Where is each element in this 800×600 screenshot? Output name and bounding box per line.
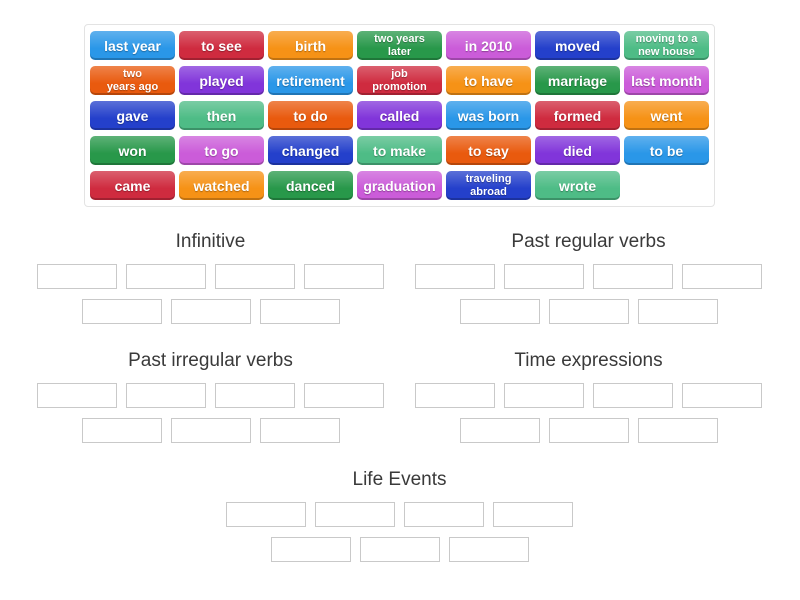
word-tile[interactable]: job promotion — [357, 66, 442, 95]
word-tile[interactable]: went — [624, 101, 709, 130]
word-tile[interactable]: to do — [268, 101, 353, 130]
drop-slot[interactable] — [170, 299, 251, 324]
word-tile[interactable]: retirement — [268, 66, 353, 95]
word-tile[interactable]: died — [535, 136, 620, 165]
word-tile[interactable]: danced — [268, 171, 353, 200]
drop-slot[interactable] — [593, 383, 673, 408]
word-tile[interactable]: marriage — [535, 66, 620, 95]
word-tile[interactable]: called — [357, 101, 442, 130]
drop-slot[interactable] — [81, 418, 162, 443]
drop-slot[interactable] — [415, 264, 495, 289]
word-tile[interactable]: came — [90, 171, 175, 200]
word-tile[interactable]: to have — [446, 66, 531, 95]
word-tile[interactable]: last month — [624, 66, 709, 95]
slot-row — [37, 418, 384, 443]
slot-row — [226, 537, 573, 562]
drop-slot[interactable] — [270, 537, 351, 562]
word-tile[interactable]: to go — [179, 136, 264, 165]
slot-row — [415, 299, 762, 324]
slot-row — [415, 418, 762, 443]
word-tile[interactable]: won — [90, 136, 175, 165]
word-tile[interactable]: birth — [268, 31, 353, 60]
slot-row — [37, 264, 384, 289]
drop-slot[interactable] — [37, 264, 117, 289]
word-tile[interactable]: graduation — [357, 171, 442, 200]
drop-slot[interactable] — [493, 502, 573, 527]
drop-slot[interactable] — [259, 418, 340, 443]
group-title: Life Events — [352, 469, 447, 490]
group-time-expressions: Time expressions — [415, 350, 762, 453]
word-tile[interactable]: traveling abroad — [446, 171, 531, 200]
word-tile[interactable]: to be — [624, 136, 709, 165]
word-tile[interactable]: in 2010 — [446, 31, 531, 60]
word-tile[interactable]: to say — [446, 136, 531, 165]
word-tile[interactable]: to see — [179, 31, 264, 60]
drop-slot[interactable] — [637, 418, 718, 443]
drop-slot[interactable] — [226, 502, 306, 527]
drop-slot[interactable] — [637, 299, 718, 324]
drop-slot[interactable] — [548, 418, 629, 443]
drop-slot[interactable] — [459, 299, 540, 324]
drop-slot[interactable] — [304, 383, 384, 408]
word-tile[interactable]: played — [179, 66, 264, 95]
drop-slot[interactable] — [593, 264, 673, 289]
word-tile[interactable]: changed — [268, 136, 353, 165]
group-life-events: Life Events — [226, 469, 573, 572]
drop-slot[interactable] — [215, 264, 295, 289]
drop-slot[interactable] — [404, 502, 484, 527]
drop-slot[interactable] — [304, 264, 384, 289]
word-tile[interactable]: two years ago — [90, 66, 175, 95]
drop-slot[interactable] — [359, 537, 440, 562]
group-past-regular-verbs: Past regular verbs — [415, 231, 762, 334]
word-tile[interactable]: formed — [535, 101, 620, 130]
group-past-irregular-verbs: Past irregular verbs — [37, 350, 384, 453]
drop-slot[interactable] — [682, 264, 762, 289]
slot-row — [415, 264, 762, 289]
drop-slot[interactable] — [81, 299, 162, 324]
drop-slot[interactable] — [548, 299, 629, 324]
slot-row — [37, 299, 384, 324]
drop-slot[interactable] — [170, 418, 251, 443]
word-tile[interactable]: two years later — [357, 31, 442, 60]
group-title: Infinitive — [175, 231, 246, 252]
word-tile[interactable]: watched — [179, 171, 264, 200]
word-tile[interactable]: to make — [357, 136, 442, 165]
drop-slot[interactable] — [37, 383, 117, 408]
drop-slot[interactable] — [315, 502, 395, 527]
slot-row — [37, 383, 384, 408]
drop-slot[interactable] — [415, 383, 495, 408]
drop-slot[interactable] — [459, 418, 540, 443]
drop-slot[interactable] — [682, 383, 762, 408]
drop-slot[interactable] — [259, 299, 340, 324]
drop-slot[interactable] — [215, 383, 295, 408]
drop-slot[interactable] — [448, 537, 529, 562]
drop-slot[interactable] — [126, 383, 206, 408]
word-tile[interactable]: last year — [90, 31, 175, 60]
group-title: Past regular verbs — [511, 231, 666, 252]
word-tile[interactable]: moving to a new house — [624, 31, 709, 60]
group-title: Time expressions — [514, 350, 663, 371]
word-tile[interactable]: gave — [90, 101, 175, 130]
word-tile[interactable]: moved — [535, 31, 620, 60]
drop-slot[interactable] — [504, 264, 584, 289]
word-tile[interactable]: was born — [446, 101, 531, 130]
drop-slot[interactable] — [126, 264, 206, 289]
word-tile[interactable]: then — [179, 101, 264, 130]
slot-row — [415, 383, 762, 408]
group-infinitive: Infinitive — [37, 231, 384, 334]
group-title: Past irregular verbs — [128, 350, 293, 371]
drop-slot[interactable] — [504, 383, 584, 408]
slot-row — [226, 502, 573, 527]
word-tile[interactable]: wrote — [535, 171, 620, 200]
